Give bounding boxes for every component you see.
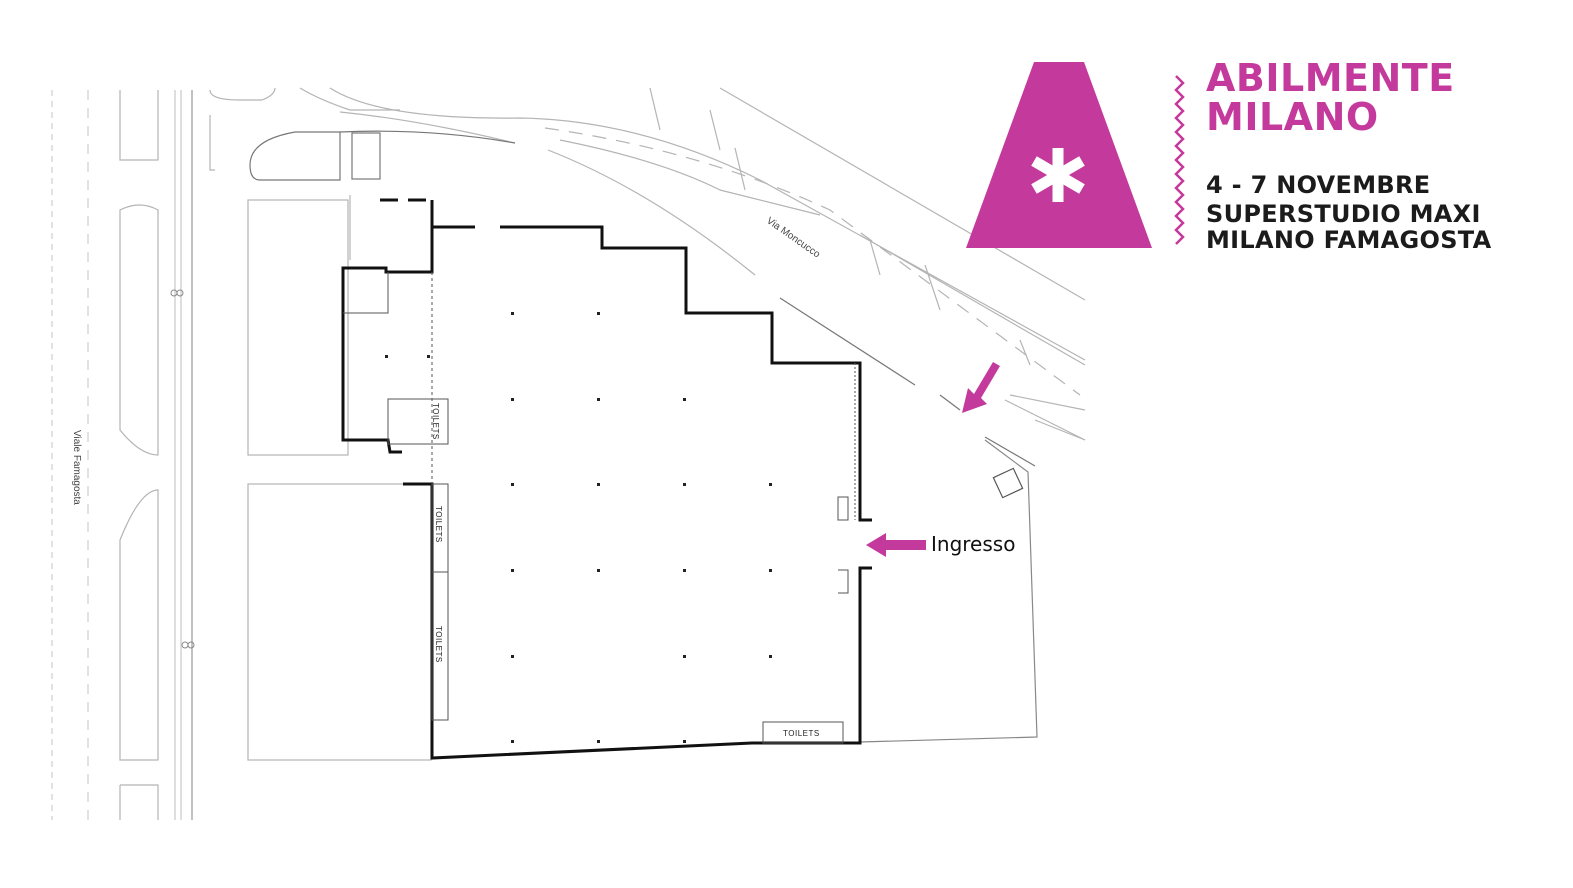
approach-arrow-icon [962, 362, 1000, 413]
street-label-via-moncucco: Via Moncucco [764, 215, 822, 260]
toilets-label-west-1: TOILETS [434, 506, 443, 543]
brand-title-line2: MILANO [1206, 95, 1379, 139]
toilets-label-west-2: TOILETS [434, 626, 443, 663]
column-grid [385, 312, 772, 743]
bicycle-icon [170, 289, 184, 297]
bicycle-icon-2 [181, 641, 195, 649]
logo-asterisk-icon [1031, 148, 1085, 202]
building-interior [343, 272, 856, 744]
zigzag-divider-icon [1174, 75, 1185, 245]
street-label-viale-famagosta: Viale Famagosta [71, 430, 82, 505]
venue-name: SUPERSTUDIO MAXI [1206, 200, 1481, 228]
entrance-label: Ingresso [931, 532, 1015, 556]
brand-logo [966, 62, 1152, 248]
brand-title-line1: ABILMENTE [1206, 56, 1455, 100]
venue-location: MILANO FAMAGOSTA [1206, 226, 1492, 254]
toilets-label-south: TOILETS [783, 729, 820, 738]
toilets-label-annex: TOILETS [431, 403, 440, 440]
building-outline [341, 198, 872, 760]
event-dates: 4 - 7 NOVEMBRE [1206, 171, 1431, 199]
street-network [51, 87, 1086, 820]
entrance-arrow-icon [866, 533, 926, 557]
